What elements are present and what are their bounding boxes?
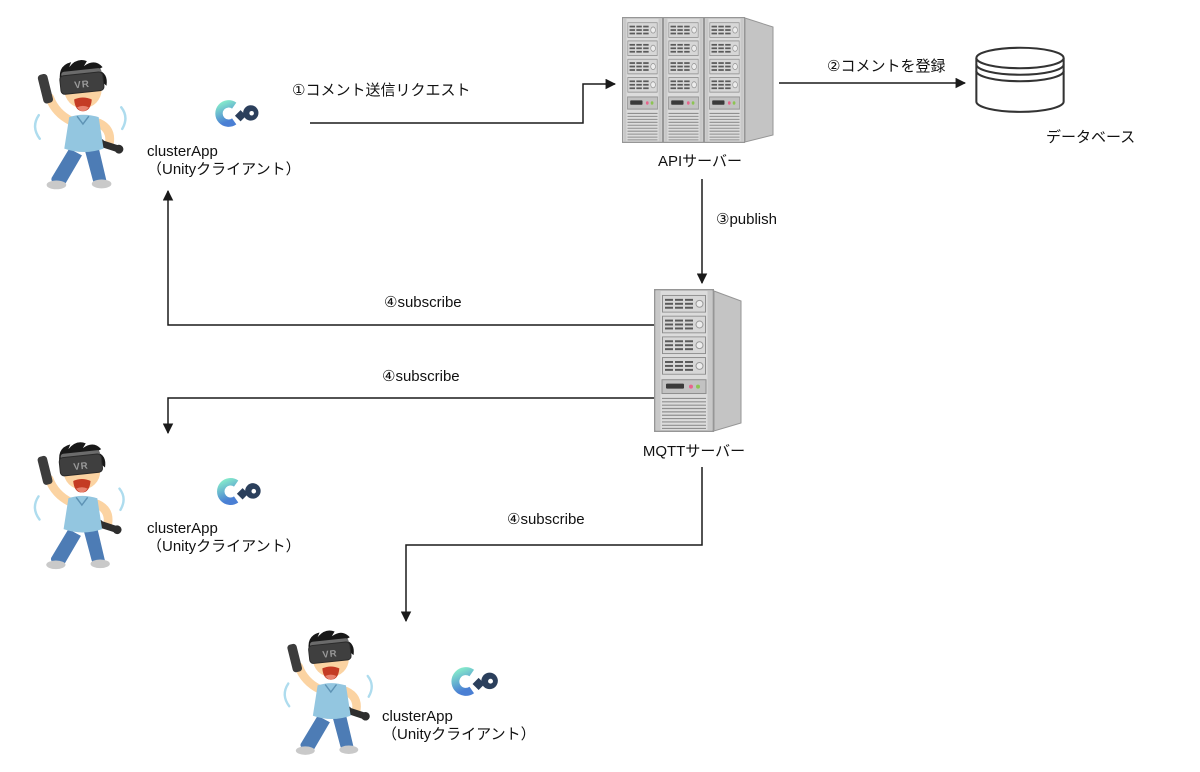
client-1-label: clusterApp （Unityクライアント）	[147, 143, 301, 178]
vr-user-3-illustration	[276, 624, 380, 762]
flow-step1-label: ①コメント送信リクエスト	[292, 82, 471, 99]
flow-step4a-label: ④subscribe	[384, 294, 462, 311]
flow-step4b-arrow	[162, 397, 654, 435]
client-3-label: clusterApp （Unityクライアント）	[382, 708, 536, 743]
mqtt-server-illustration	[654, 288, 742, 434]
database-label: データベース	[1046, 129, 1136, 146]
api-server-illustration	[622, 16, 774, 144]
flow-step4c-arrow	[400, 467, 703, 623]
flow-step3-label: ③publish	[716, 211, 777, 228]
flow-step4b-label: ④subscribe	[382, 368, 460, 385]
mqtt-server-label: MQTTサーバー	[642, 443, 746, 460]
cluster-logo-3	[449, 665, 507, 698]
flow-step4c-label: ④subscribe	[507, 511, 585, 528]
client-1-name: clusterApp	[147, 143, 218, 160]
flow-step2-label: ②コメントを登録	[827, 58, 946, 75]
client-1-detail: （Unityクライアント）	[147, 160, 301, 178]
vr-user-1-illustration	[26, 54, 134, 196]
cluster-logo-1	[215, 98, 265, 129]
api-server-label: APIサーバー	[657, 153, 743, 170]
database-icon	[975, 46, 1065, 113]
client-2-name: clusterApp	[147, 520, 218, 537]
cluster-logo-2	[216, 476, 268, 507]
vr-user-2-illustration	[26, 436, 132, 576]
client-2-detail: （Unityクライアント）	[147, 537, 301, 555]
client-2-label: clusterApp （Unityクライアント）	[147, 520, 301, 555]
client-3-name: clusterApp	[382, 708, 453, 725]
client-3-detail: （Unityクライアント）	[382, 725, 536, 743]
